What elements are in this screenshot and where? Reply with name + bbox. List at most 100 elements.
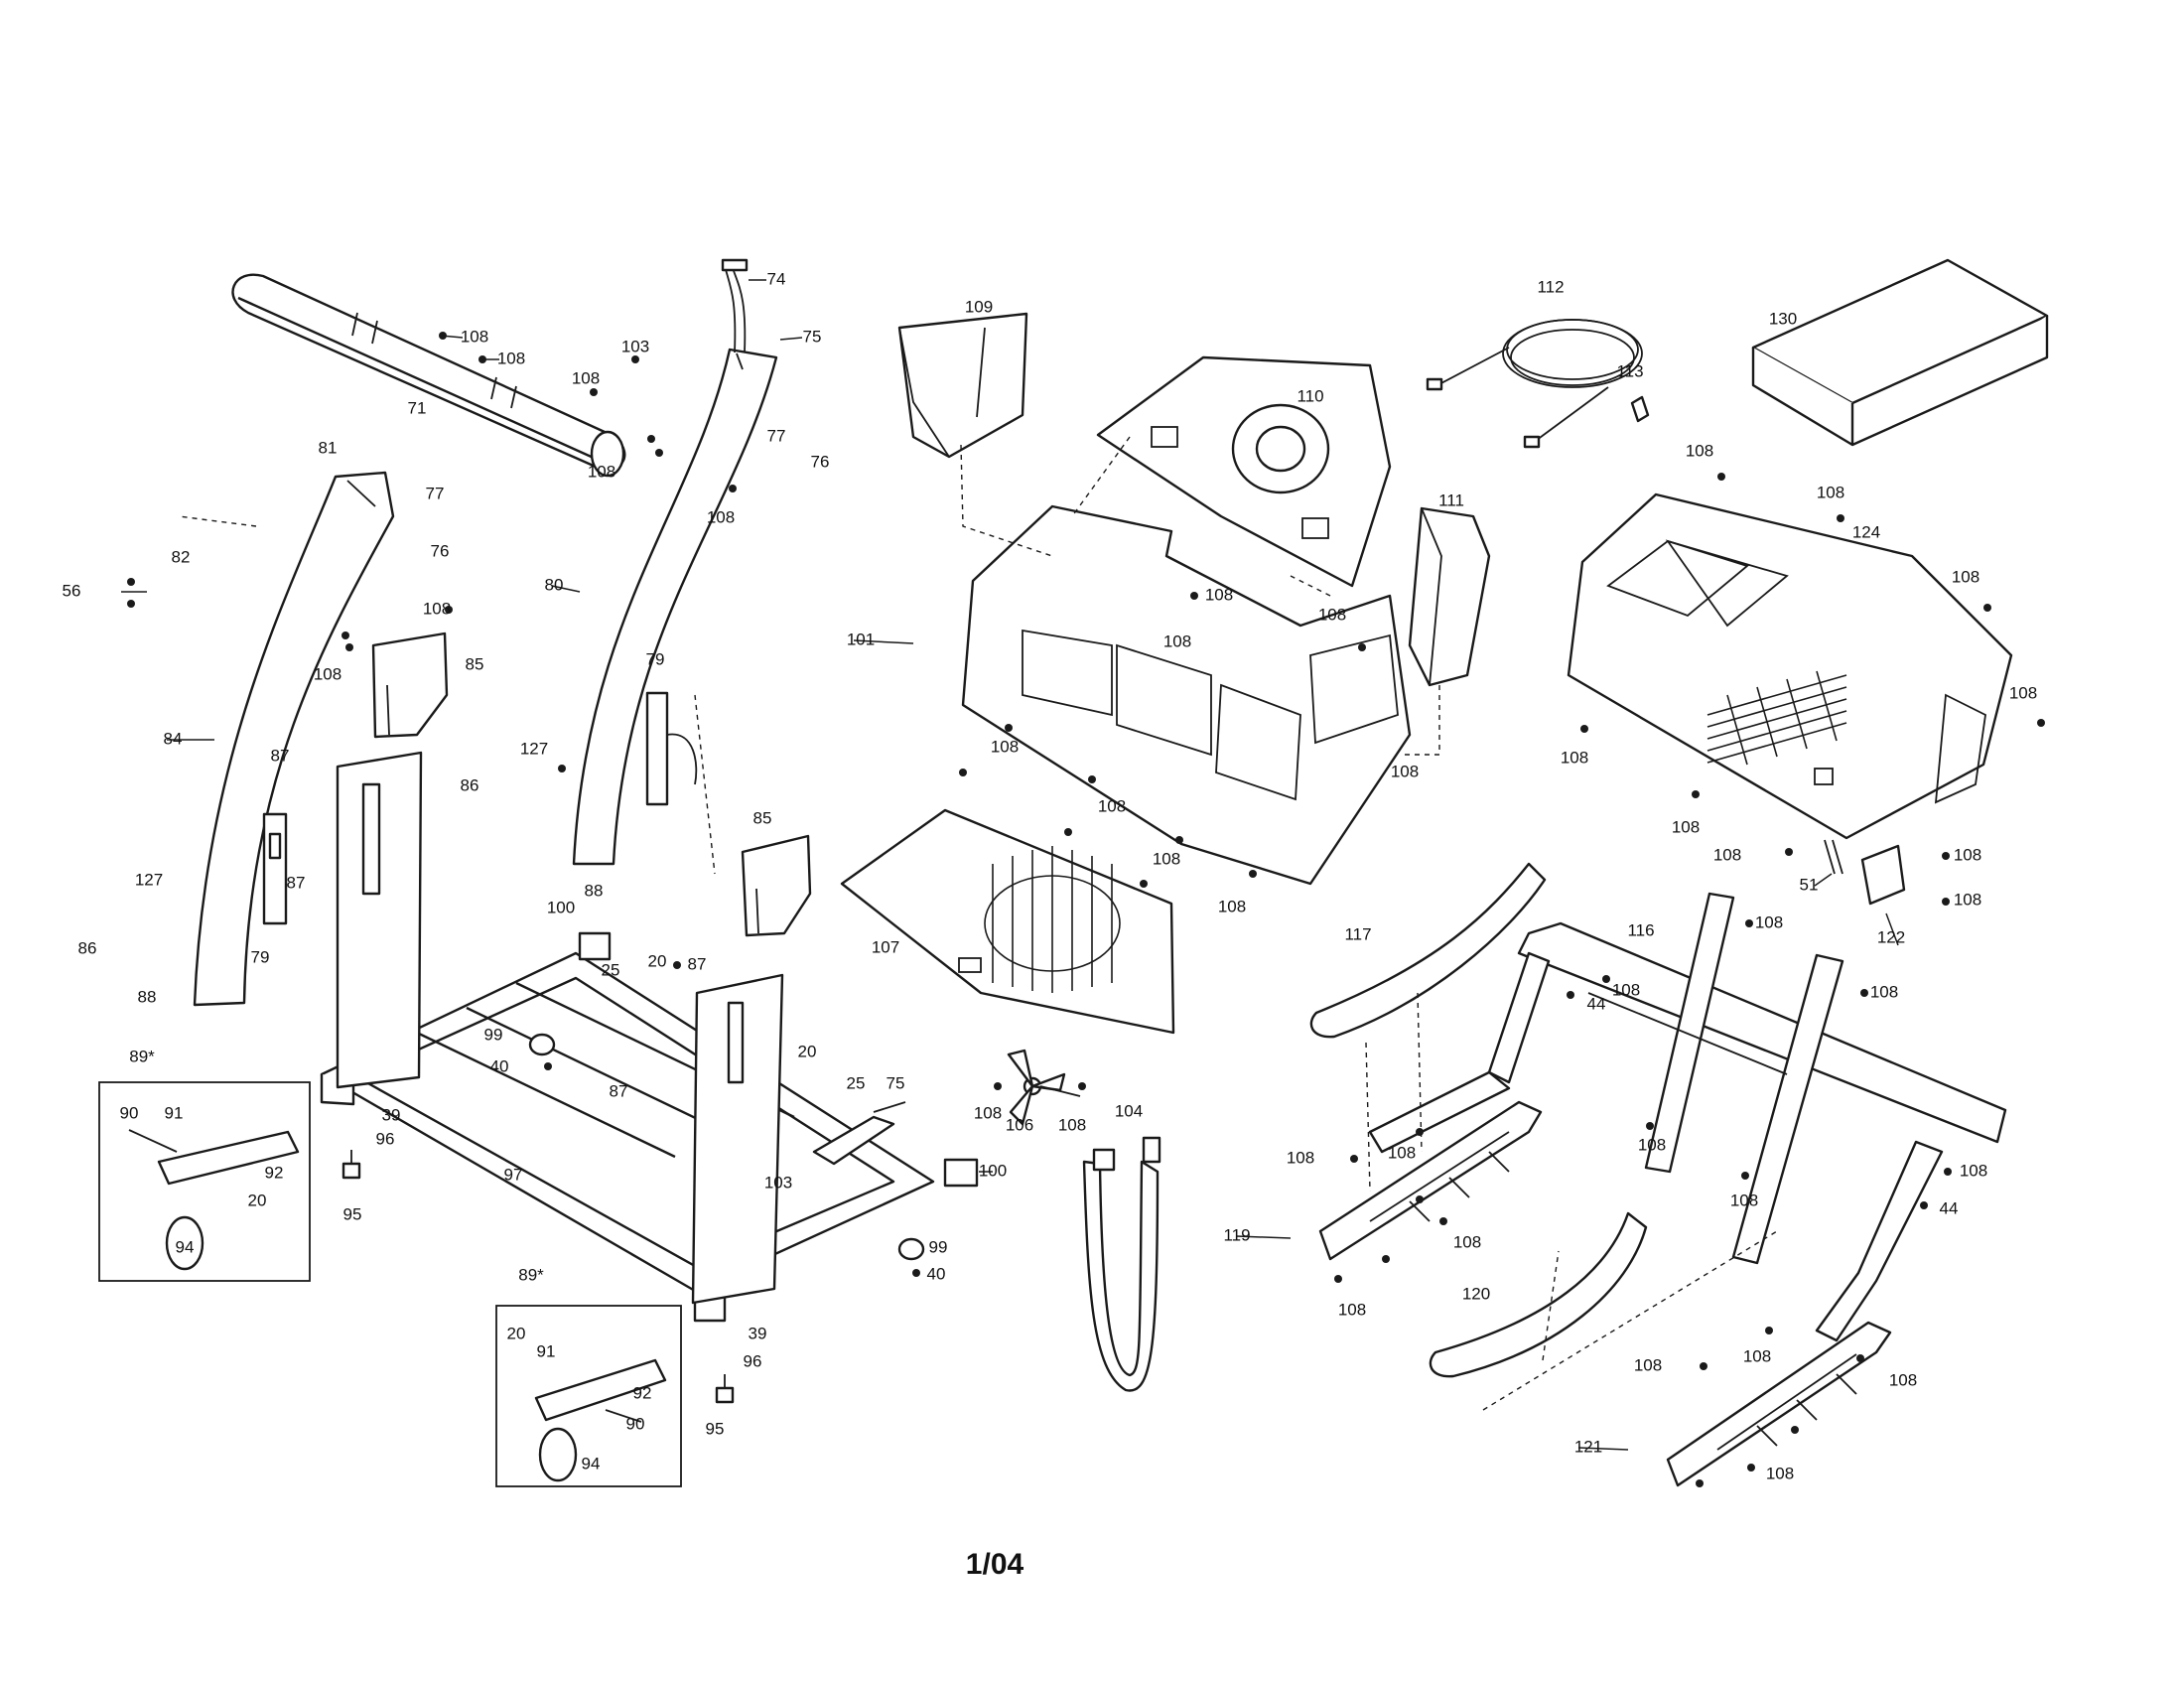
side-rail-120	[1429, 1211, 1648, 1378]
part-callout-56: 56	[63, 581, 81, 600]
part-callout-108: 108	[461, 327, 488, 346]
part-callout-109: 109	[965, 297, 993, 316]
part-callout-113: 113	[1616, 361, 1643, 380]
part-callout-96: 96	[744, 1351, 762, 1370]
part-callout-108: 108	[1730, 1191, 1758, 1209]
part-callout-94: 94	[582, 1454, 601, 1473]
part-callout-108: 108	[1686, 441, 1713, 460]
part-callout-108: 108	[1954, 890, 1981, 909]
part-callout-81: 81	[319, 438, 338, 457]
part-callout-90: 90	[626, 1414, 645, 1433]
part-callout-108: 108	[1952, 567, 1979, 586]
part-callout-76: 76	[811, 452, 830, 471]
part-callout-108: 108	[1205, 585, 1233, 604]
part-callout-106: 106	[1006, 1115, 1033, 1134]
part-callout-103: 103	[764, 1173, 792, 1192]
part-callout-108: 108	[1817, 483, 1844, 501]
part-callout-108: 108	[1889, 1370, 1917, 1389]
part-callout-108: 108	[1713, 845, 1741, 864]
wheel-assembly-box-left	[98, 1081, 311, 1282]
console-tray	[897, 312, 1028, 459]
bracket-79-left	[262, 812, 288, 925]
part-callout-94: 94	[176, 1237, 195, 1256]
end-cap-100-top	[578, 931, 612, 961]
part-callout-88: 88	[138, 987, 157, 1006]
part-callout-44: 44	[1587, 994, 1606, 1013]
part-callout-95: 95	[343, 1204, 362, 1223]
part-callout-77: 77	[767, 426, 786, 445]
part-callout-108: 108	[1391, 762, 1419, 780]
part-callout-20: 20	[507, 1324, 526, 1342]
part-callout-77: 77	[426, 484, 445, 502]
part-callout-108: 108	[1766, 1464, 1794, 1482]
part-callout-89-star: 89*	[518, 1265, 544, 1284]
part-callout-122: 122	[1877, 927, 1905, 946]
part-callout-108: 108	[314, 664, 341, 683]
part-callout-108: 108	[1453, 1232, 1481, 1251]
part-callout-87: 87	[287, 873, 306, 892]
part-callout-108: 108	[1634, 1355, 1662, 1374]
cup-holder-left	[371, 632, 449, 739]
part-callout-119: 119	[1223, 1225, 1250, 1244]
part-callout-40: 40	[490, 1056, 509, 1075]
part-callout-108: 108	[1318, 605, 1346, 624]
cover-122	[1860, 844, 1906, 906]
part-callout-108: 108	[974, 1103, 1002, 1122]
part-callout-87: 87	[688, 954, 707, 973]
part-callout-111: 111	[1438, 491, 1464, 509]
deck-rail-121	[1666, 1321, 1892, 1487]
part-callout-91: 91	[165, 1103, 184, 1122]
handlebar-tube	[231, 273, 626, 478]
part-callout-44: 44	[1940, 1198, 1959, 1217]
part-callout-108: 108	[1870, 982, 1898, 1001]
part-callout-110: 110	[1297, 386, 1323, 405]
box-130	[1751, 258, 2049, 447]
deck-rail-119	[1318, 1100, 1543, 1261]
fasteners	[127, 332, 2045, 1487]
part-callout-100: 100	[547, 898, 575, 916]
part-callout-87: 87	[610, 1081, 628, 1100]
part-callout-108: 108	[497, 349, 525, 367]
part-callout-112: 112	[1537, 277, 1564, 296]
cup-holder-right	[741, 834, 812, 937]
rubber-foot-99-left	[528, 1033, 556, 1056]
end-cap-100-bottom	[943, 1158, 979, 1188]
part-callout-108: 108	[1338, 1300, 1366, 1319]
part-callout-116: 116	[1627, 920, 1654, 939]
drive-belt	[1082, 1136, 1161, 1392]
part-callout-100: 100	[979, 1161, 1007, 1180]
part-callout-108: 108	[1163, 632, 1191, 650]
lower-bracket-103	[812, 1101, 906, 1166]
part-callout-108: 108	[1743, 1346, 1771, 1365]
page-code: 1/04	[966, 1548, 1024, 1581]
bracket-79-right	[645, 691, 698, 806]
part-callout-121: 121	[1574, 1437, 1602, 1456]
part-callout-108: 108	[572, 368, 600, 387]
part-callout-108: 108	[1218, 897, 1246, 915]
right-upright	[572, 348, 778, 866]
part-callout-74: 74	[767, 269, 786, 288]
part-callout-79: 79	[251, 947, 270, 966]
motor-hood-cover	[1567, 492, 2013, 840]
part-callout-108: 108	[1755, 912, 1783, 931]
part-callout-117: 117	[1344, 924, 1371, 943]
part-callout-108: 108	[1960, 1161, 1987, 1180]
part-callout-88: 88	[585, 881, 604, 900]
console-base	[961, 504, 1412, 886]
part-callout-86: 86	[461, 775, 479, 794]
part-callout-92: 92	[633, 1383, 652, 1402]
part-callout-82: 82	[172, 547, 191, 566]
console-top-panel	[1096, 355, 1392, 588]
rubber-foot-99-right	[897, 1237, 925, 1261]
spring-51	[1824, 839, 1843, 875]
part-callout-108: 108	[1954, 845, 1981, 864]
part-callout-108: 108	[423, 599, 451, 618]
part-callout-20: 20	[798, 1042, 817, 1060]
part-callout-85: 85	[466, 654, 484, 673]
part-callout-127: 127	[520, 739, 548, 758]
wire-harness-top	[721, 258, 749, 353]
part-callout-25: 25	[602, 960, 620, 979]
part-callout-90: 90	[120, 1103, 139, 1122]
part-callout-20: 20	[248, 1191, 267, 1209]
